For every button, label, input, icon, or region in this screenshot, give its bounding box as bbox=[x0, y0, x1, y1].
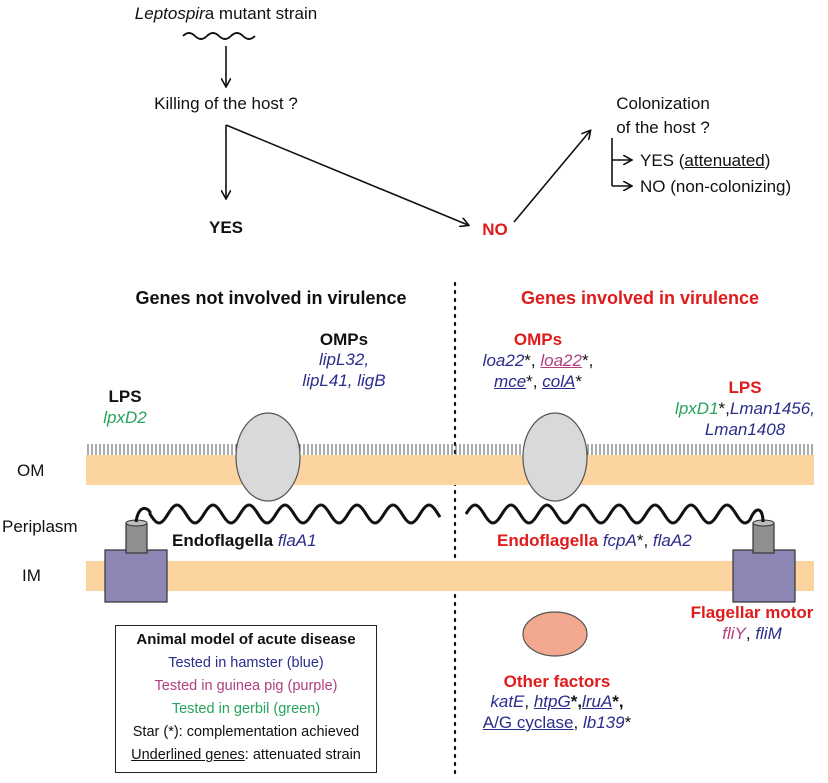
endoflagellum-left bbox=[134, 503, 442, 525]
left-omps-title: OMPs bbox=[319, 330, 369, 349]
left-lps-gene: lpxD2 bbox=[103, 408, 147, 427]
outer-membrane bbox=[86, 455, 814, 485]
right-omps-line2: mce*, colA* bbox=[494, 372, 582, 391]
right-lps-line2: Lman1408 bbox=[704, 420, 786, 439]
outcome-yes-attenuated: YES (attenuated) bbox=[640, 151, 771, 170]
periplasm-label: Periplasm bbox=[2, 517, 78, 536]
om-label: OM bbox=[17, 461, 45, 480]
inner-membrane bbox=[86, 561, 814, 591]
flagellar-motor-left-cap bbox=[125, 522, 148, 554]
legend-gerbil: Tested in gerbil (green) bbox=[171, 701, 321, 717]
flagellar-motor-genes: fliY, fliM bbox=[722, 624, 782, 643]
legend-star: Star (*): complementation achieved bbox=[132, 724, 360, 740]
leptospira-wave-icon bbox=[182, 32, 256, 40]
right-panel-heading: Genes involved in virulence bbox=[520, 288, 760, 308]
left-omps-line2: lipL41, ligB bbox=[302, 371, 386, 390]
arrow-to-colonization bbox=[513, 131, 590, 223]
omp-right-ellipse bbox=[522, 412, 588, 502]
left-lps-title: LPS bbox=[108, 387, 142, 406]
right-omps-title: OMPs bbox=[513, 330, 563, 349]
legend-underlined: Underlined genes: attenuated strain bbox=[131, 747, 361, 763]
question-killing: Killing of the host ? bbox=[154, 94, 298, 113]
outcome-no-colonizing: NO (non-colonizing) bbox=[640, 177, 792, 196]
legend-box: Animal model of acute disease Tested in … bbox=[115, 625, 377, 773]
other-factors-ellipse bbox=[522, 611, 588, 657]
right-omps-line1: loa22*, loa22*, bbox=[482, 351, 594, 370]
legend-guinea-pig: Tested in guinea pig (purple) bbox=[154, 678, 338, 694]
other-factors-line2: A/G cyclase, lb139* bbox=[482, 713, 632, 732]
flagellar-motor-left-base bbox=[104, 549, 168, 603]
right-lps-line1: lpxD1*,Lman1456, bbox=[675, 399, 815, 418]
question-colonization-line2: of the host ? bbox=[616, 118, 710, 137]
right-endoflagella-label: Endoflagella fcpA*, flaA2 bbox=[497, 531, 692, 550]
start-strain-label: Leptospira mutant strain bbox=[134, 4, 318, 23]
other-factors-title: Other factors bbox=[503, 672, 611, 691]
im-label: IM bbox=[22, 566, 41, 585]
question-colonization-line1: Colonization bbox=[616, 94, 710, 113]
legend-hamster: Tested in hamster (blue) bbox=[168, 655, 324, 671]
endoflagellum-right bbox=[464, 503, 765, 525]
lps-ticks bbox=[87, 444, 813, 455]
legend-title: Animal model of acute disease bbox=[136, 631, 356, 648]
answer-yes: YES bbox=[208, 218, 244, 237]
flagellar-motor-title: Flagellar motor bbox=[690, 603, 814, 622]
arrow-to-no bbox=[225, 124, 468, 225]
omp-left-ellipse bbox=[235, 412, 301, 502]
flagellar-motor-right-cap bbox=[752, 522, 775, 554]
left-omps-line1: lipL32, bbox=[318, 350, 370, 369]
left-panel-heading: Genes not involved in virulence bbox=[135, 288, 407, 308]
other-factors-line1: katE, htpG*,lruA*, bbox=[490, 692, 624, 711]
flagellar-motor-right-base bbox=[732, 549, 796, 603]
answer-no: NO bbox=[482, 220, 508, 239]
right-lps-title: LPS bbox=[728, 378, 762, 397]
left-endoflagella-label: Endoflagella flaA1 bbox=[172, 531, 317, 550]
